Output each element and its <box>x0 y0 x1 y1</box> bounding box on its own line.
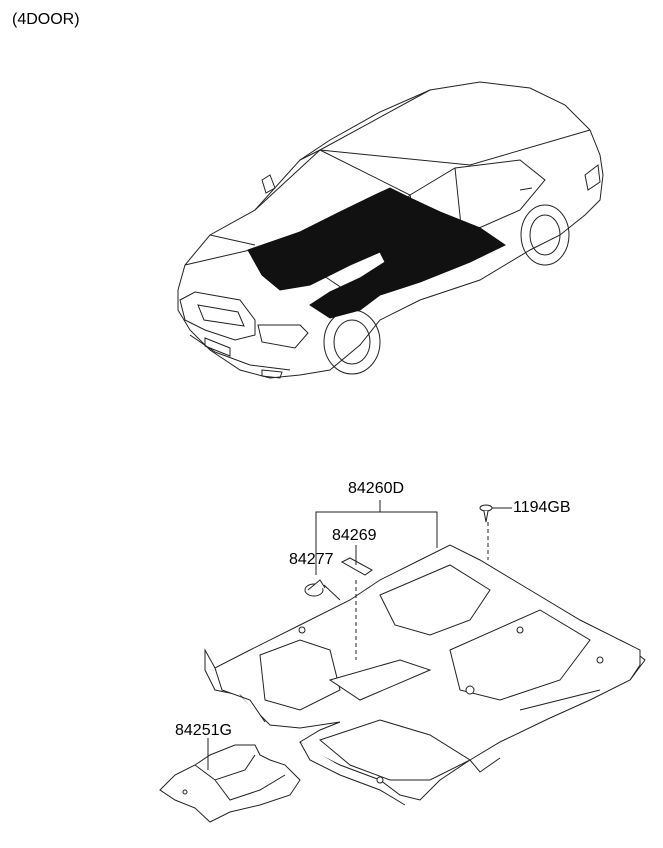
clip-part-84277 <box>304 579 326 597</box>
car-floor-carpet-silhouette <box>247 187 506 319</box>
part-label-1194GB: 1194GB <box>513 499 571 516</box>
floor-carpet-assembly <box>204 544 646 806</box>
part-label-84251G: 84251G <box>175 722 232 739</box>
part-label-84277: 84277 <box>289 551 334 568</box>
leader-lines <box>207 500 512 770</box>
fastener-part-1194GB <box>479 504 493 523</box>
part-label-84260D: 84260D <box>348 480 405 497</box>
pad-part-84269 <box>340 557 373 576</box>
part-label-84269: 84269 <box>332 527 377 544</box>
variant-label: (4DOOR) <box>12 11 80 28</box>
rear-carpet-piece <box>159 744 301 823</box>
